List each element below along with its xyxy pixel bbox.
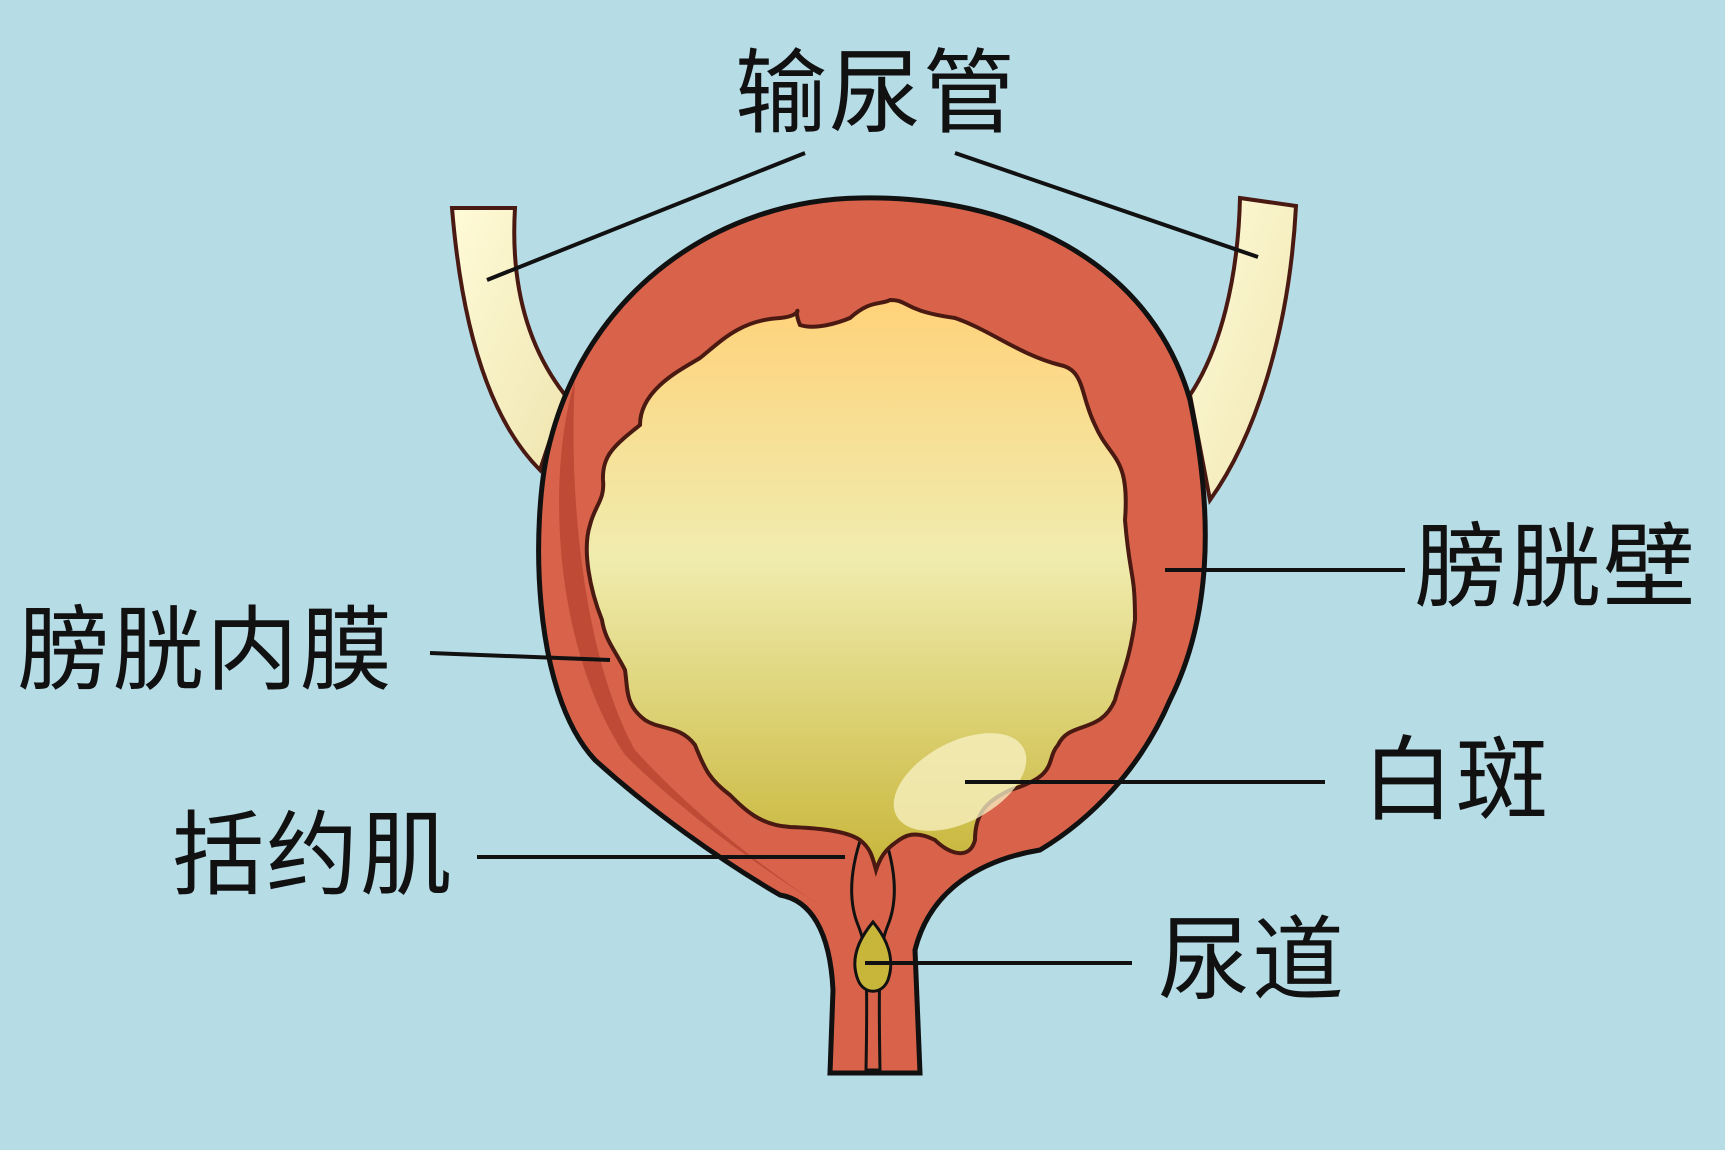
label-ureter: 输尿管 bbox=[735, 40, 1018, 147]
label-urethra: 尿道 bbox=[1158, 907, 1347, 1014]
mucosa-leader bbox=[429, 651, 611, 662]
label-white-patch: 白斑 bbox=[1362, 727, 1551, 834]
urethra-urine bbox=[853, 919, 893, 993]
ureter-leader-left bbox=[486, 151, 806, 282]
left-ureter bbox=[449, 206, 568, 474]
label-sphincter: 括约肌 bbox=[172, 802, 455, 909]
label-bladder-wall: 膀胱壁 bbox=[1415, 514, 1698, 621]
white-patch bbox=[893, 733, 1027, 831]
ureter-leader-right bbox=[954, 151, 1259, 259]
right-ureter bbox=[1187, 195, 1299, 505]
label-bladder-mucosa: 膀胱内膜 bbox=[18, 597, 395, 704]
bladder-lumen bbox=[584, 297, 1138, 877]
